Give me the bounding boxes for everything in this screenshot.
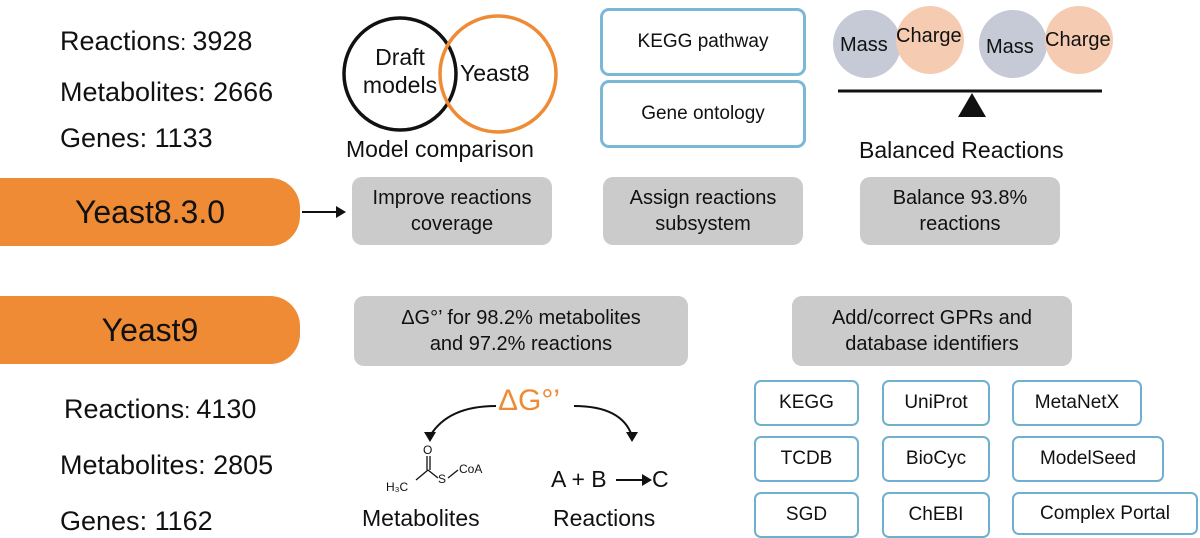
yeast830-version-pill: Yeast8.3.0 (0, 178, 300, 246)
metabolites-caption: Metabolites (362, 505, 480, 531)
oxygen-atom-label: O (423, 443, 433, 457)
venn-left-label: Draft models (362, 44, 438, 98)
top-genes-value: 1133 (154, 123, 213, 153)
charge-circle-left (896, 6, 964, 74)
database-box-complex-portal: Complex Portal (1012, 492, 1198, 535)
bottom-genes-stat: Genes: 1162 (60, 506, 213, 536)
delta-g-arrows (424, 405, 638, 442)
top-reactions-label: Reactions (60, 26, 181, 56)
fulcrum-icon (958, 93, 986, 117)
bottom-reactions-value: 4130 (196, 394, 257, 424)
h3c-label: H₃C (386, 480, 409, 494)
mass-label-right: Mass (986, 36, 1034, 58)
database-box-biocyc: BioCyc (882, 436, 990, 482)
yeast830-label: Yeast8.3.0 (74, 193, 226, 230)
progress-arrow-icon (302, 206, 346, 218)
coa-label: CoA (459, 462, 483, 476)
database-box-metanetx: MetaNetX (1012, 380, 1142, 426)
equation-left: A + B (551, 466, 607, 492)
acetyl-coa-structure (415, 456, 459, 481)
bottom-genes-value: 1162 (154, 506, 213, 536)
delta-g-symbol: ΔG°’ (498, 384, 561, 417)
top-metabolites-value: 2666 (213, 77, 274, 107)
bottom-metabolites-value: 2805 (213, 450, 274, 480)
top-genes-label: Genes (60, 123, 140, 153)
database-box-modelseed: ModelSeed (1012, 436, 1164, 482)
top-metabolites-stat: Metabolites: 2666 (60, 77, 274, 107)
kegg-pathway-box: KEGG pathway (600, 8, 806, 76)
top-reactions-value: 3928 (192, 26, 253, 56)
model-comparison-caption: Model comparison (346, 136, 534, 162)
mass-label-left: Mass (840, 34, 888, 56)
database-box-sgd: SGD (754, 492, 859, 538)
top-metabolites-label: Metabolites (60, 77, 199, 107)
balance-scale (833, 6, 1113, 117)
gene-ontology-box: Gene ontology (600, 80, 806, 148)
yeast8-circle (438, 14, 558, 134)
mass-circle-right (979, 10, 1047, 78)
balanced-reactions-caption: Balanced Reactions (859, 137, 1064, 163)
venn-right-label: Yeast8 (460, 60, 530, 86)
charge-label-left: Charge (896, 25, 962, 47)
bottom-genes-label: Genes (60, 506, 140, 536)
bottom-reactions-label: Reactions (64, 394, 185, 424)
bottom-reactions-stat: Reactions: 4130 (64, 394, 257, 424)
database-box-kegg: KEGG (754, 380, 859, 426)
charge-label-right: Charge (1045, 29, 1111, 51)
equation-right: C (652, 466, 669, 492)
reactions-caption: Reactions (553, 505, 656, 531)
yeast9-version-pill: Yeast9 (0, 296, 300, 364)
top-genes-stat: Genes: 1133 (60, 123, 213, 153)
database-box-chebi: ChEBI (882, 492, 990, 538)
mass-circle-left (833, 10, 901, 78)
database-box-uniprot: UniProt (882, 380, 990, 426)
database-box-tcdb: TCDB (754, 436, 859, 482)
venn-diagram (342, 14, 558, 134)
bottom-metabolites-label: Metabolites (60, 450, 199, 480)
sulfur-atom-label: S (438, 472, 447, 486)
top-reactions-stat: Reactions: 3928 (60, 26, 253, 56)
charge-circle-right (1045, 6, 1113, 74)
reaction-arrow-icon (616, 474, 652, 486)
yeast9-label: Yeast9 (101, 311, 199, 348)
draft-models-circle (342, 16, 458, 132)
bottom-metabolites-stat: Metabolites: 2805 (60, 450, 274, 480)
balance-reactions-box: Balance 93.8%reactions (860, 177, 1060, 245)
